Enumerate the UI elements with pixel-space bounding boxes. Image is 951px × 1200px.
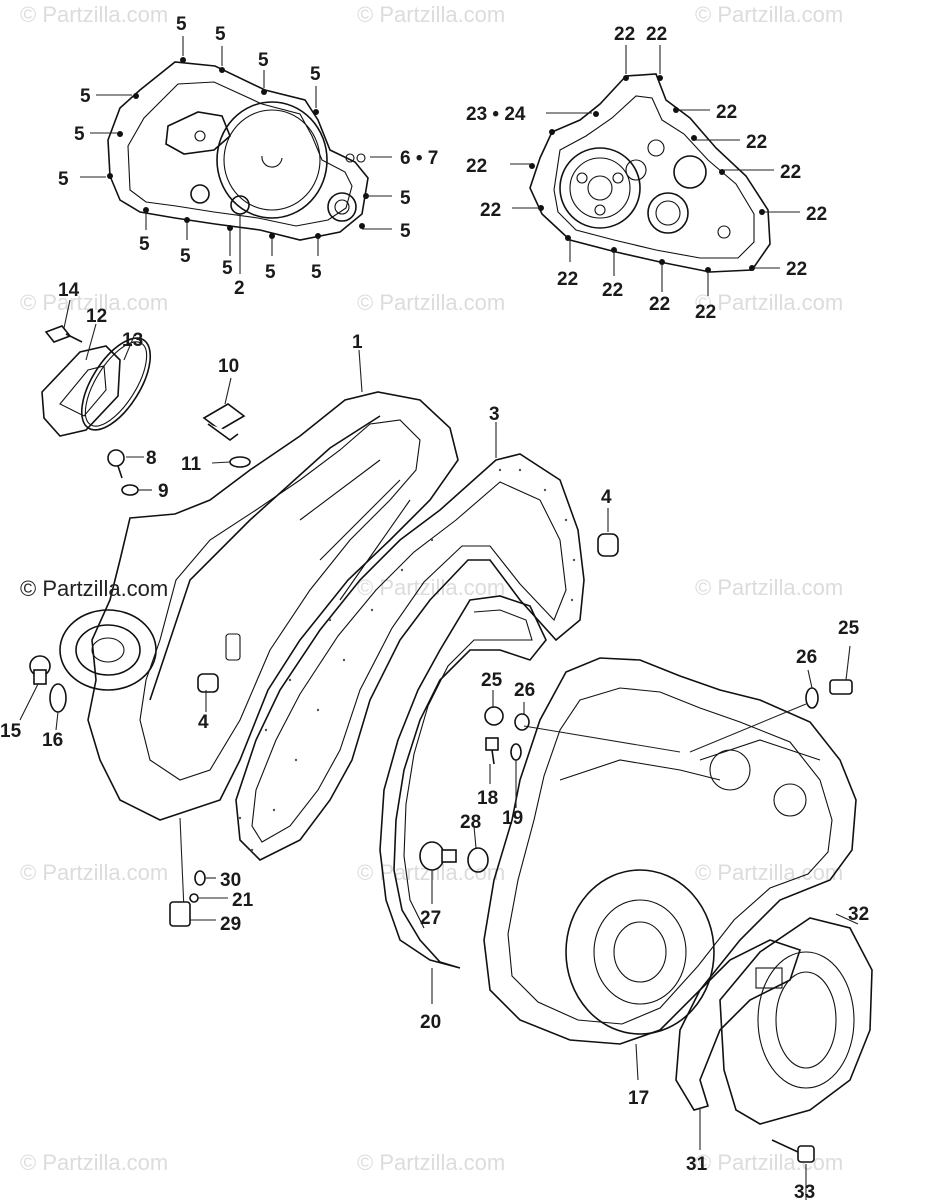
callout-26: 26 [514, 680, 535, 701]
callout-5: 5 [176, 14, 187, 35]
callout-16: 16 [42, 730, 63, 751]
generator-cover-gasket [675, 939, 802, 1111]
callout-3: 3 [489, 404, 500, 425]
watermark: © Partzilla.com [357, 1150, 505, 1175]
callout-27: 27 [420, 908, 441, 929]
callout-11: 11 [181, 454, 202, 475]
callout-18: 18 [477, 788, 498, 809]
callout-10: 10 [218, 356, 239, 377]
callout-19: 19 [502, 808, 523, 829]
callout-33: 33 [794, 1182, 815, 1200]
callout-5: 5 [258, 50, 269, 71]
callout-22: 22 [466, 156, 487, 177]
callout-17: 17 [628, 1088, 649, 1109]
callout-29: 29 [220, 914, 241, 935]
cover-gasket [379, 595, 547, 969]
callout-labels: 5 5 5 5 5 5 5 5 5 5 5 5 5 5 2 6 • 7 22 2… [0, 14, 869, 1200]
callout-15: 15 [0, 721, 22, 742]
callout-5: 5 [180, 246, 191, 267]
callout-31: 31 [686, 1154, 708, 1175]
leader-lines [19, 36, 859, 1200]
callout-22: 22 [480, 200, 501, 221]
callout-22: 22 [786, 259, 807, 280]
watermark: © Partzilla.com [357, 2, 505, 27]
watermarks: © Partzilla.com © Partzilla.com © Partzi… [20, 2, 843, 1175]
callout-2: 2 [234, 278, 245, 299]
right-crankcase-cover [529, 73, 771, 273]
callout-25: 25 [481, 670, 503, 691]
callout-12: 12 [86, 306, 107, 327]
callout-30: 30 [220, 870, 241, 891]
callout-22: 22 [716, 102, 737, 123]
watermark: © Partzilla.com [357, 290, 505, 315]
callout-4: 4 [198, 712, 209, 733]
callout-22: 22 [557, 269, 578, 290]
callout-32: 32 [848, 904, 869, 925]
watermark: © Partzilla.com [20, 290, 168, 315]
callout-6-7: 6 • 7 [400, 148, 438, 169]
callout-22: 22 [746, 132, 767, 153]
watermark: © Partzilla.com [357, 575, 505, 600]
brand-watermark: © Partzilla.com [20, 576, 168, 601]
watermark: © Partzilla.com [695, 860, 843, 885]
left-crankcase [59, 391, 459, 911]
callout-5: 5 [400, 188, 411, 209]
callout-5: 5 [222, 258, 233, 279]
callout-28: 28 [460, 812, 481, 833]
crankcase-gasket [235, 453, 585, 861]
callout-22: 22 [614, 24, 635, 45]
callout-14: 14 [58, 280, 80, 301]
callout-5: 5 [58, 169, 69, 190]
callout-22: 22 [695, 302, 716, 323]
callout-22: 22 [649, 294, 670, 315]
watermark: © Partzilla.com [20, 1150, 168, 1175]
callout-5: 5 [215, 24, 226, 45]
watermark: © Partzilla.com [20, 860, 168, 885]
callout-5: 5 [74, 124, 85, 145]
callout-5: 5 [400, 221, 411, 242]
callout-22: 22 [602, 280, 623, 301]
callout-5: 5 [265, 262, 276, 283]
callout-22: 22 [646, 24, 667, 45]
watermark: © Partzilla.com [695, 290, 843, 315]
callout-1: 1 [352, 332, 363, 353]
right-crankcase [483, 657, 857, 1045]
callout-5: 5 [310, 64, 321, 85]
watermark: © Partzilla.com [695, 1150, 843, 1175]
callout-22: 22 [780, 162, 801, 183]
watermark: © Partzilla.com [695, 575, 843, 600]
dowel-pin [197, 673, 219, 693]
callout-8: 8 [146, 448, 157, 469]
callout-5: 5 [80, 86, 91, 107]
callout-20: 20 [420, 1012, 441, 1033]
small-parts [29, 325, 853, 1163]
callout-5: 5 [139, 234, 150, 255]
left-crankcase-cover [107, 57, 369, 241]
watermark: © Partzilla.com [695, 2, 843, 27]
callout-13: 13 [122, 330, 143, 351]
callout-21: 21 [232, 890, 254, 911]
callout-26: 26 [796, 647, 817, 668]
callout-23-24: 23 • 24 [466, 104, 526, 125]
callout-5: 5 [311, 262, 322, 283]
generator-cover [719, 917, 873, 1125]
watermark: © Partzilla.com [20, 2, 168, 27]
callout-25: 25 [838, 618, 860, 639]
callout-9: 9 [158, 481, 169, 502]
callout-4: 4 [601, 487, 612, 508]
callout-22: 22 [806, 204, 827, 225]
